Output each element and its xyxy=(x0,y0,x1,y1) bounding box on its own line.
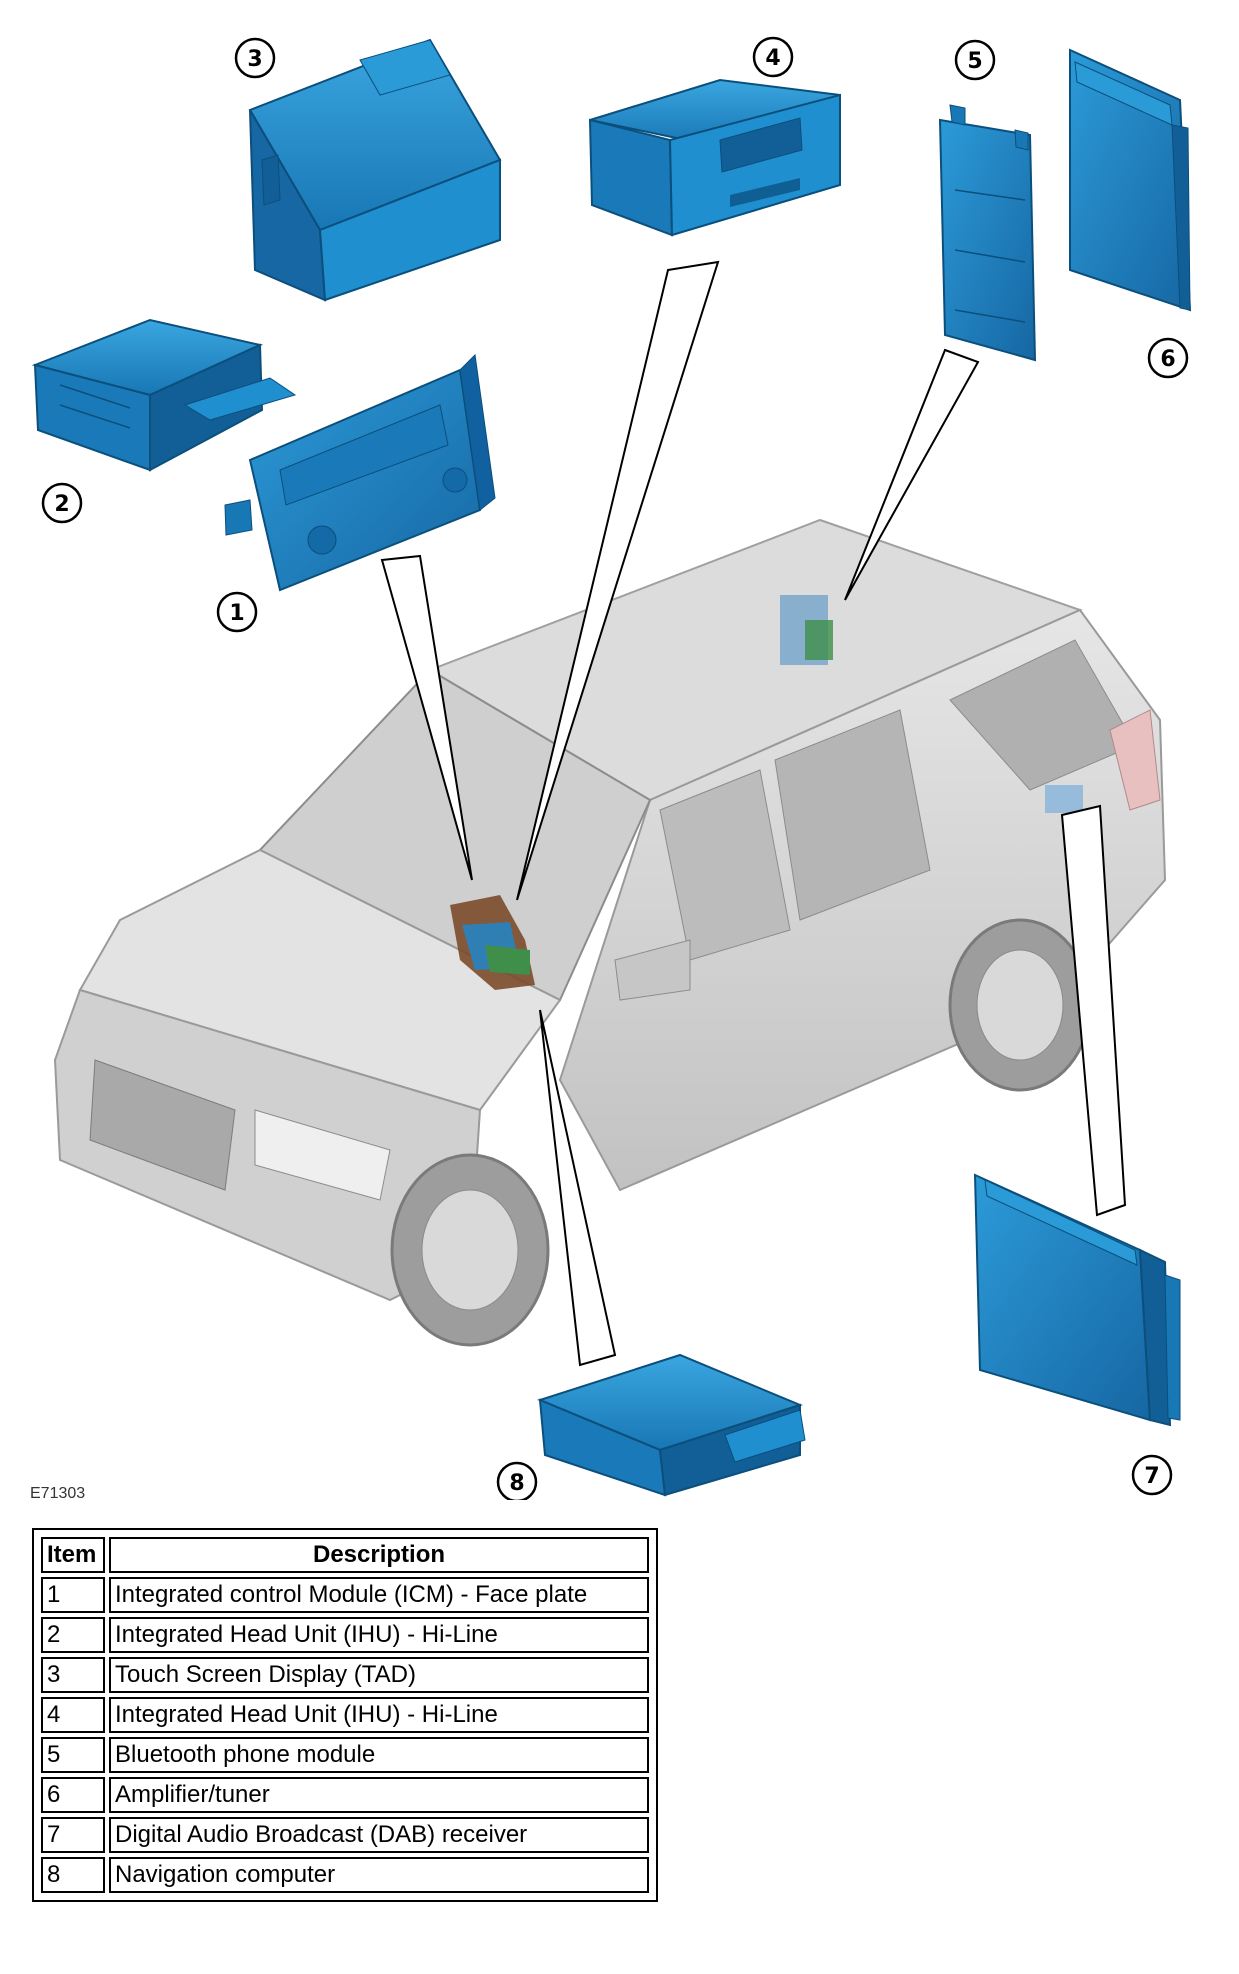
svg-text:4: 4 xyxy=(765,46,780,71)
system-location-diagram: 1 2 3 4 5 6 7 8 xyxy=(31,36,1192,1500)
legend-header-description: Description xyxy=(109,1537,649,1573)
legend-description: Touch Screen Display (TAD) xyxy=(109,1657,649,1693)
legend-description: Integrated Head Unit (IHU) - Hi-Line xyxy=(109,1617,649,1653)
legend-item: 1 xyxy=(41,1577,105,1613)
figure-code: E71303 xyxy=(30,1485,86,1502)
legend-item: 7 xyxy=(41,1817,105,1853)
vehicle-illustration xyxy=(53,518,1167,1347)
callout-3: 3 xyxy=(234,37,276,79)
table-row: 8 Navigation computer xyxy=(41,1857,649,1893)
callout-1: 1 xyxy=(216,591,258,633)
table-row: 4 Integrated Head Unit (IHU) - Hi-Line xyxy=(41,1697,649,1733)
svg-text:5: 5 xyxy=(967,49,982,74)
svg-text:2: 2 xyxy=(54,492,69,517)
component-amplifier-tuner xyxy=(1069,48,1192,312)
component-bluetooth-module xyxy=(938,104,1037,362)
legend-item: 5 xyxy=(41,1737,105,1773)
legend-description: Amplifier/tuner xyxy=(109,1777,649,1813)
legend-description: Integrated control Module (ICM) - Face p… xyxy=(109,1577,649,1613)
svg-text:6: 6 xyxy=(1160,347,1175,372)
callout-5: 5 xyxy=(954,39,996,81)
legend-description: Digital Audio Broadcast (DAB) receiver xyxy=(109,1817,649,1853)
legend-table: Item Description 1 Integrated control Mo… xyxy=(32,1528,658,1902)
table-row: 1 Integrated control Module (ICM) - Face… xyxy=(41,1577,649,1613)
callout-7: 7 xyxy=(1131,1454,1173,1496)
callout-4: 4 xyxy=(752,36,794,78)
svg-text:3: 3 xyxy=(247,47,262,72)
component-ihu-hi-line-2 xyxy=(31,318,297,472)
legend-header-row: Item Description xyxy=(41,1537,649,1573)
component-ihu-hi-line-4 xyxy=(588,78,841,237)
component-touch-screen-display xyxy=(248,38,502,302)
table-row: 3 Touch Screen Display (TAD) xyxy=(41,1657,649,1693)
legend-description: Navigation computer xyxy=(109,1857,649,1893)
callout-8: 8 xyxy=(496,1461,538,1500)
table-row: 5 Bluetooth phone module xyxy=(41,1737,649,1773)
legend-description: Bluetooth phone module xyxy=(109,1737,649,1773)
table-row: 7 Digital Audio Broadcast (DAB) receiver xyxy=(41,1817,649,1853)
svg-text:7: 7 xyxy=(1144,1464,1159,1489)
component-icm-face-plate xyxy=(224,353,496,592)
legend-header-item: Item xyxy=(41,1537,105,1573)
legend-description: Integrated Head Unit (IHU) - Hi-Line xyxy=(109,1697,649,1733)
svg-text:1: 1 xyxy=(229,601,244,626)
svg-text:8: 8 xyxy=(509,1471,524,1496)
legend-item: 8 xyxy=(41,1857,105,1893)
callout-6: 6 xyxy=(1147,337,1189,379)
legend-item: 2 xyxy=(41,1617,105,1653)
component-navigation-computer xyxy=(537,1353,806,1497)
legend-item: 3 xyxy=(41,1657,105,1693)
component-dab-receiver xyxy=(973,1173,1181,1427)
table-row: 6 Amplifier/tuner xyxy=(41,1777,649,1813)
callout-2: 2 xyxy=(41,482,83,524)
legend-item: 4 xyxy=(41,1697,105,1733)
leader-lines xyxy=(380,260,1127,1367)
legend-item: 6 xyxy=(41,1777,105,1813)
table-row: 2 Integrated Head Unit (IHU) - Hi-Line xyxy=(41,1617,649,1653)
